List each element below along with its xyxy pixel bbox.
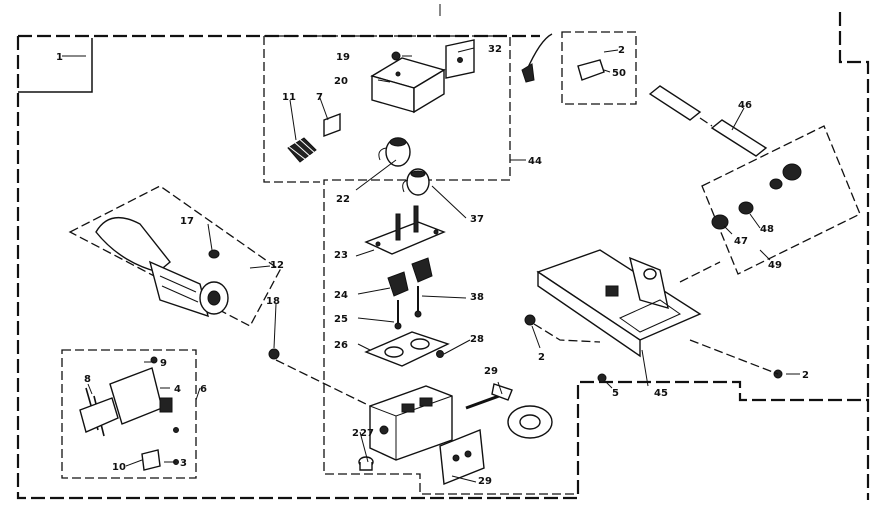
- top-group-box: [264, 35, 578, 495]
- part-27-knob: [358, 456, 374, 471]
- part-17-screw: [208, 249, 220, 259]
- part-47-orifice: [711, 214, 729, 230]
- callout-25: 25: [334, 314, 348, 325]
- part-7-clip: [323, 112, 341, 138]
- callout-46: 46: [738, 100, 752, 111]
- orifice-group-box: [701, 125, 861, 275]
- callout-32: 32: [488, 44, 502, 55]
- burner-assembly: [95, 216, 229, 318]
- callout-2: 2: [802, 370, 809, 381]
- callout-8: 8: [84, 374, 91, 385]
- part-45-bracket: [536, 249, 702, 358]
- part-5-screw: [597, 373, 607, 383]
- callout-12: 12: [270, 260, 284, 271]
- ignitor-box: [61, 349, 197, 479]
- callout-18: 18: [266, 296, 280, 307]
- gas-valve-body: [369, 385, 453, 461]
- callout-47: 47: [734, 236, 748, 247]
- part-20-housing: [370, 57, 446, 114]
- callout-1: 1: [56, 52, 63, 63]
- corner-bracket: [18, 38, 93, 93]
- callout-27: 27: [360, 428, 374, 439]
- callout-44: 44: [528, 156, 542, 167]
- part-25-pin: [394, 300, 402, 330]
- top-right-box: [561, 31, 637, 105]
- callout-2: 2: [538, 352, 545, 363]
- callout-5: 5: [612, 388, 619, 399]
- leader-lines: [62, 47, 800, 483]
- callout-50: 50: [612, 68, 626, 79]
- part-32-bracket: [445, 39, 475, 79]
- callout-6: 6: [200, 384, 207, 395]
- connector-dashes: [275, 117, 779, 407]
- part-26-gasket: [364, 331, 450, 367]
- callout-28: 28: [470, 334, 484, 345]
- part-28-screw: [436, 350, 444, 358]
- callout-3: 3: [180, 458, 187, 469]
- part-22-thermocouple-cap: [378, 137, 411, 167]
- callout-37: 37: [470, 214, 484, 225]
- callout-24: 24: [334, 290, 348, 301]
- orifice-fittings: [769, 163, 802, 190]
- part-2-screw-upper: [524, 314, 536, 326]
- callout-9: 9: [160, 358, 167, 369]
- callout-labels: 1 2 2 2 2 3 4 5 6 7 8 9 10 11 12 17 18 1…: [56, 44, 809, 487]
- part-28-terminal-block: [439, 429, 485, 485]
- wire-lead: [521, 33, 553, 83]
- part-18-nut: [268, 348, 280, 360]
- callout-20: 20: [334, 76, 348, 87]
- callout-4: 4: [174, 384, 181, 395]
- part-29-knob-disc: [507, 405, 553, 439]
- part-48-orifice: [738, 201, 754, 215]
- callout-29: 29: [484, 366, 498, 377]
- callout-17: 17: [180, 216, 194, 227]
- callout-22: 22: [336, 194, 350, 205]
- callout-11: 11: [282, 92, 296, 103]
- callout-26: 26: [334, 340, 348, 351]
- top-left-subbox: [263, 36, 320, 183]
- part-50-clip: [577, 59, 605, 81]
- callout-7: 7: [316, 92, 323, 103]
- callout-2: 2: [618, 45, 625, 56]
- part-19-screw: [391, 51, 401, 61]
- callout-38: 38: [470, 292, 484, 303]
- ignitor-assembly: [79, 356, 179, 471]
- callout-49: 49: [768, 260, 782, 271]
- part-29-valve-lever: [465, 383, 513, 410]
- part-24-grommets: [387, 257, 433, 297]
- part-23-plate: [364, 205, 446, 255]
- callout-2: 2: [352, 428, 359, 439]
- part-37-cap: [402, 168, 430, 196]
- part-11-spring: [287, 135, 317, 163]
- callout-29: 29: [478, 476, 492, 487]
- part-38-pin: [414, 286, 422, 318]
- callout-23: 23: [334, 250, 348, 261]
- callout-10: 10: [112, 462, 126, 473]
- callout-45: 45: [654, 388, 668, 399]
- part-46-rod: [648, 85, 768, 157]
- callout-48: 48: [760, 224, 774, 235]
- callout-19: 19: [336, 52, 350, 63]
